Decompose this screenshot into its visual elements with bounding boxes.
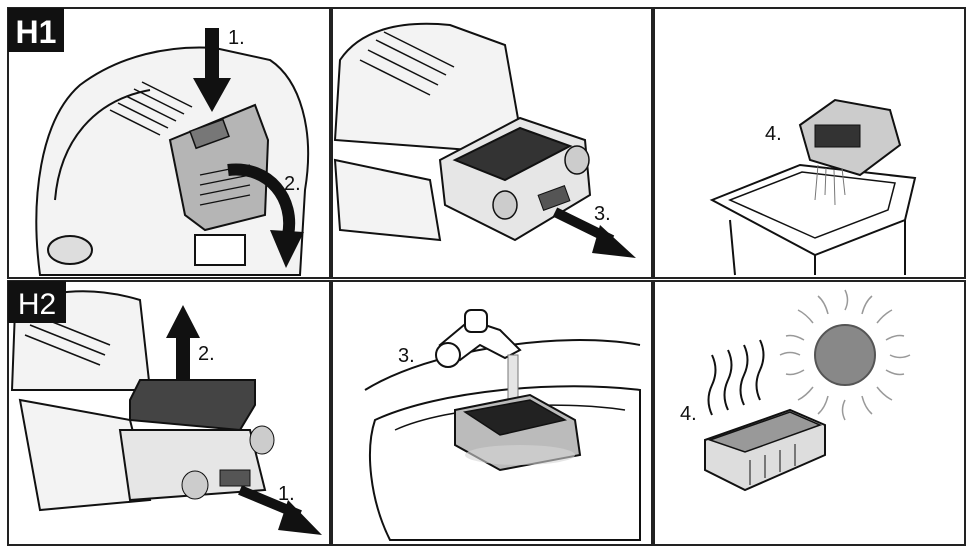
step-label: 4. <box>765 123 782 145</box>
step-label: 3. <box>398 345 415 367</box>
step-label: 2. <box>198 343 215 365</box>
heat-waves-icon <box>707 339 765 416</box>
panel-h1-pull-out-filter: 3. <box>331 7 653 279</box>
step-label: 2. <box>284 173 301 195</box>
badge-h2: H2 <box>18 288 56 321</box>
step-label: 1. <box>228 27 245 49</box>
panel-h1-tap-out-filter: 4. <box>653 7 966 279</box>
badge-h1: H1 <box>16 14 57 50</box>
panel-h2-dry-filter: 4. <box>653 280 966 546</box>
panel-h1-remove-cover: H1 1. 2. <box>7 7 331 279</box>
sun-icon <box>779 289 911 421</box>
panel-h2-lift-filter: H2 1. 2. <box>7 280 331 546</box>
step-label: 1. <box>278 483 295 505</box>
step-label: 3. <box>594 203 611 225</box>
step-label: 4. <box>680 403 697 425</box>
panel-h2-rinse-filter: 3. <box>331 280 653 546</box>
